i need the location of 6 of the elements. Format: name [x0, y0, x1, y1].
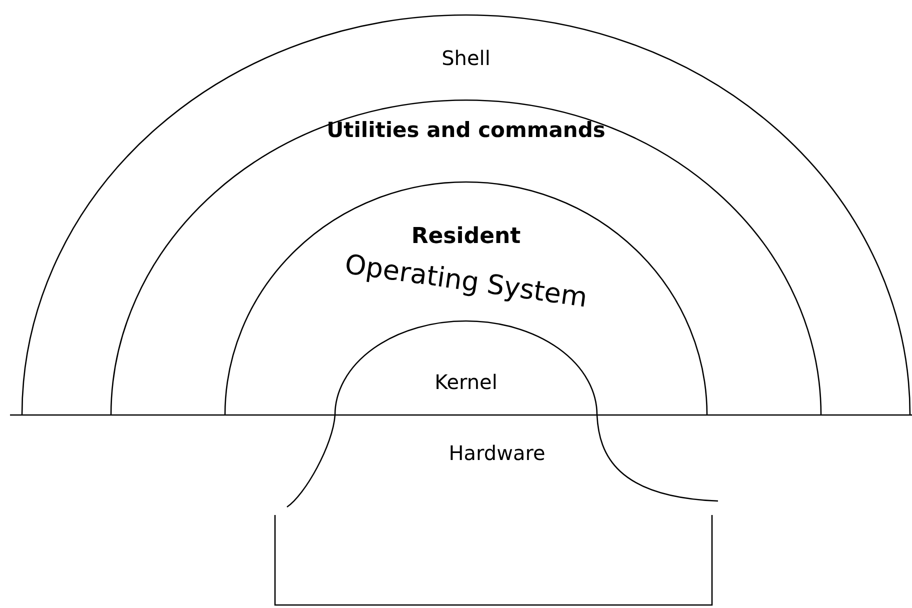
layer-label: Hardware	[448, 443, 546, 463]
layer-label: Utilities and commands	[326, 120, 606, 141]
layer-label: Resident	[411, 226, 521, 248]
layer-label: Kernel	[434, 372, 498, 392]
layer-label: Operating System	[343, 251, 589, 312]
layer-label: Shell	[442, 48, 490, 68]
